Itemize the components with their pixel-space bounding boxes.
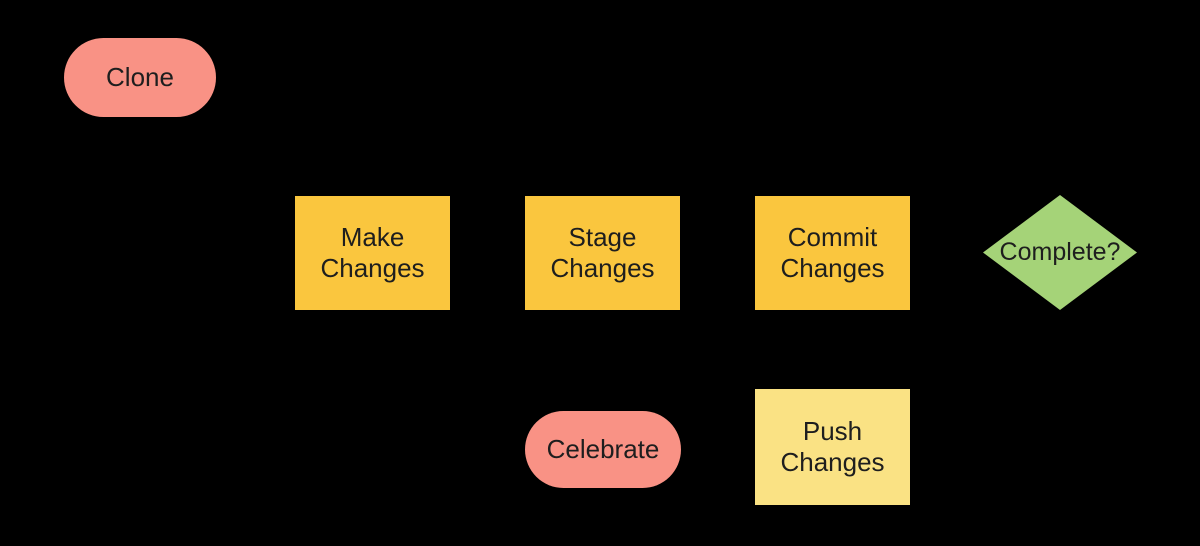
node-label-celebrate: Celebrate <box>546 434 660 464</box>
node-label-push-changes: Push Changes <box>780 416 885 477</box>
flowchart-node-commit-changes: Commit Changes <box>755 196 910 310</box>
node-label-stage-changes: Stage Changes <box>550 222 655 283</box>
flowchart-node-celebrate: Celebrate <box>525 411 681 488</box>
flowchart-node-clone: Clone <box>64 38 216 117</box>
flowchart-node-push-changes: Push Changes <box>755 389 910 505</box>
node-label-make-changes: Make Changes <box>320 222 425 283</box>
node-label-commit-changes: Commit Changes <box>780 222 885 283</box>
flowchart-node-stage-changes: Stage Changes <box>525 196 680 310</box>
flowchart-node-complete-decision: Complete? <box>983 195 1137 310</box>
node-label-complete: Complete? <box>999 238 1121 266</box>
node-label-clone: Clone <box>106 62 174 92</box>
flowchart-node-make-changes: Make Changes <box>295 196 450 310</box>
